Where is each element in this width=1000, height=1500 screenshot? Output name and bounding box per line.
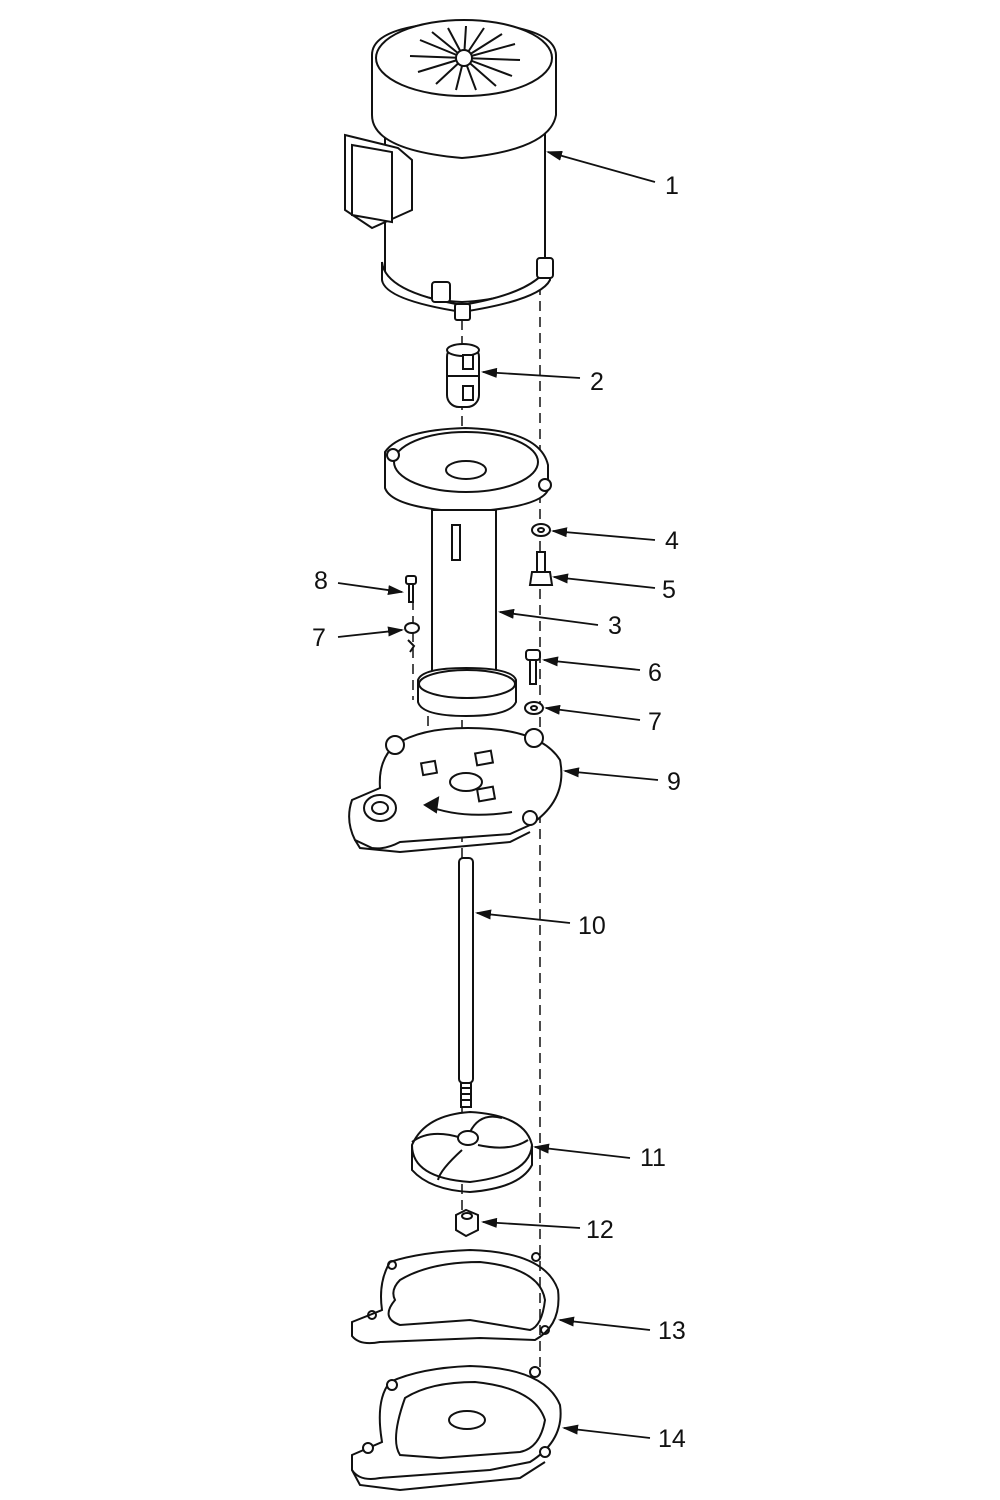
impeller-nut xyxy=(456,1210,478,1236)
callout-11: 11 xyxy=(640,1144,666,1172)
pump-cover-plate xyxy=(349,728,561,852)
impeller-vane-4 xyxy=(438,1150,462,1180)
casing-lip xyxy=(352,1462,545,1490)
pump-casing xyxy=(352,1366,561,1490)
callout-13: 13 xyxy=(658,1317,686,1345)
leader-10 xyxy=(475,909,571,924)
leader-5 xyxy=(552,573,656,589)
lock-washer-upper xyxy=(532,524,550,536)
impeller xyxy=(412,1112,532,1192)
impeller-hub xyxy=(458,1131,478,1145)
leader-3 xyxy=(498,608,599,626)
impeller-vane-3 xyxy=(478,1140,528,1148)
screw-left xyxy=(406,576,416,602)
cover-hub-hole xyxy=(450,773,482,791)
motor xyxy=(345,20,556,320)
callout-7a: 7 xyxy=(312,624,326,652)
leader-6 xyxy=(542,656,641,671)
impeller-vane-1 xyxy=(412,1134,462,1142)
casing-gasket xyxy=(352,1250,559,1343)
discharge-port-inner xyxy=(372,802,388,814)
impeller-vane-2 xyxy=(470,1117,502,1132)
motor-foot-left xyxy=(432,282,450,302)
fan-cover-hub xyxy=(456,50,472,66)
callout-1: 1 xyxy=(665,172,679,200)
adapter-bore xyxy=(446,461,486,479)
cover-ear-right xyxy=(525,729,543,747)
gasket-inner xyxy=(389,1262,545,1330)
adapter-boss-left xyxy=(387,449,399,461)
leader-13 xyxy=(558,1316,651,1331)
leader-7b xyxy=(544,704,641,721)
motor-shaft-stub xyxy=(455,304,470,320)
callout-labels: 1 2 3 4 5 6 7 7 8 9 10 11 12 13 14 xyxy=(312,172,686,1453)
leader-12 xyxy=(481,1217,581,1229)
callout-14: 14 xyxy=(658,1425,686,1453)
leader-4 xyxy=(551,527,656,541)
leader-8 xyxy=(337,582,404,596)
washer-left xyxy=(405,623,419,652)
callout-3: 3 xyxy=(608,612,622,640)
leader-14 xyxy=(562,1424,651,1439)
leader-9 xyxy=(563,767,659,781)
leader-11 xyxy=(533,1143,631,1159)
callout-5: 5 xyxy=(662,576,676,604)
cover-plate-edge xyxy=(355,832,530,852)
leader-1 xyxy=(546,150,656,183)
column-tube xyxy=(432,510,496,682)
callout-9: 9 xyxy=(667,768,681,796)
motor-adapter-column xyxy=(385,428,551,716)
junction-box-lid xyxy=(352,145,392,222)
coupling-screw-upper xyxy=(463,355,473,369)
cover-rotation-arrowhead xyxy=(425,798,438,812)
callout-2: 2 xyxy=(590,368,604,396)
callout-8: 8 xyxy=(314,567,328,595)
leader-2 xyxy=(481,367,581,379)
leader-7a xyxy=(337,626,404,638)
cover-boss-1 xyxy=(421,761,437,775)
washer-right xyxy=(525,702,543,714)
casing-eye xyxy=(449,1411,485,1429)
adapter-boss-right xyxy=(539,479,551,491)
column-base-face xyxy=(419,670,515,698)
leader-lines xyxy=(337,150,659,1439)
cover-ear-left xyxy=(386,736,404,754)
bolt-right xyxy=(526,650,540,684)
cover-ear-lower xyxy=(523,811,537,825)
impeller-skirt xyxy=(412,1145,532,1192)
motor-foot-right xyxy=(537,258,553,278)
pump-shaft xyxy=(459,858,473,1107)
gasket-outer xyxy=(352,1250,559,1343)
shaft-body xyxy=(459,858,473,1083)
coupling xyxy=(447,344,479,407)
cap-screw-upper xyxy=(530,552,552,585)
callout-4: 4 xyxy=(665,527,679,555)
callout-6: 6 xyxy=(648,659,662,687)
callout-10: 10 xyxy=(578,912,606,940)
coupling-screw-lower xyxy=(463,386,473,400)
cover-boss-2 xyxy=(475,751,493,766)
callout-7b: 7 xyxy=(648,708,662,736)
cover-boss-3 xyxy=(477,787,495,802)
callout-12: 12 xyxy=(586,1216,614,1244)
column-slot xyxy=(452,525,460,560)
